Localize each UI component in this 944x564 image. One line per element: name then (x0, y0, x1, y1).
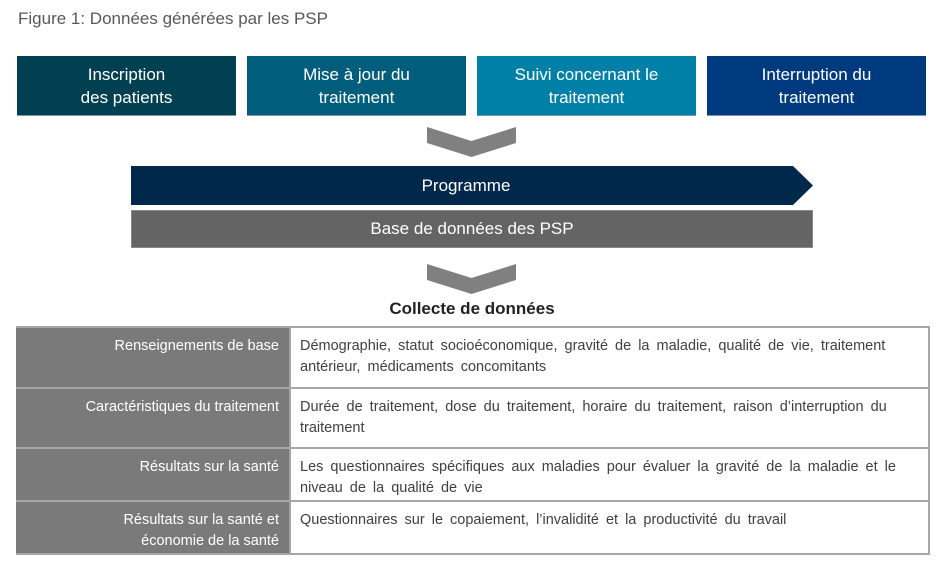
database-bar: Base de données des PSP (131, 210, 813, 248)
arrow-shape-icon (131, 166, 813, 205)
table-row: Caractéristiques du traitement Durée de … (16, 387, 930, 449)
chevron-down-icon (427, 264, 516, 294)
row-details: Démographie, statut socioéconomique, gra… (289, 326, 930, 389)
stage-treatment-interruption: Interruption du traitement (707, 56, 926, 115)
row-category: Résultats sur la santé (16, 447, 291, 502)
data-collection-title: Collecte de données (389, 299, 555, 318)
stage-patient-enrollment: Inscription des patients (17, 56, 236, 115)
table-row: Résultats sur la santé et économie de la… (16, 500, 930, 555)
data-collection-table: Renseignements de base Démographie, stat… (16, 326, 930, 555)
stage-treatment-update: Mise à jour du traitement (247, 56, 466, 115)
row-category: Caractéristiques du traitement (16, 387, 291, 449)
stage-treatment-followup: Suivi concernant le traitement (477, 56, 696, 115)
chevron-down-icon (427, 127, 516, 157)
program-label: Programme (421, 175, 511, 195)
row-details: Les questionnaires spécifiques aux malad… (289, 447, 930, 502)
row-category: Résultats sur la santé et économie de la… (16, 500, 291, 555)
table-row: Renseignements de base Démographie, stat… (16, 326, 930, 389)
row-category: Renseignements de base (16, 326, 291, 389)
row-details: Questionnaires sur le copaiement, l’inva… (289, 500, 930, 555)
figure-title: Figure 1: Données générées par les PSP (18, 9, 328, 28)
program-arrow: Programme (131, 166, 813, 205)
row-details: Durée de traitement, dose du traitement,… (289, 387, 930, 449)
table-row: Résultats sur la santé Les questionnaire… (16, 447, 930, 502)
